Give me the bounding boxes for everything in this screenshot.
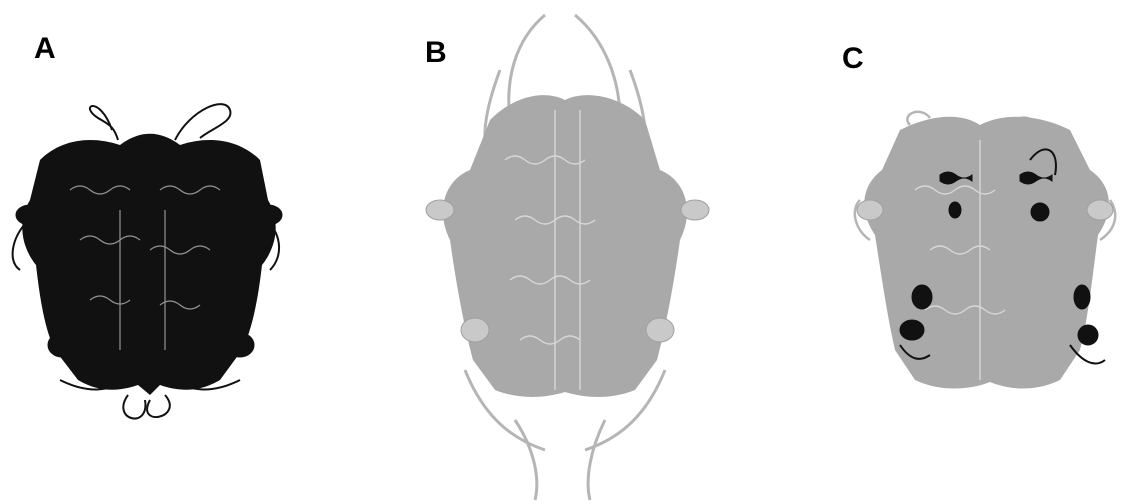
panel-a: A (0, 0, 300, 504)
protein-structure-c (820, 0, 1133, 504)
protein-structure-b (395, 0, 740, 504)
protein-structure-a (0, 0, 300, 504)
panel-b: B (395, 0, 740, 504)
panel-c: C (820, 0, 1133, 504)
